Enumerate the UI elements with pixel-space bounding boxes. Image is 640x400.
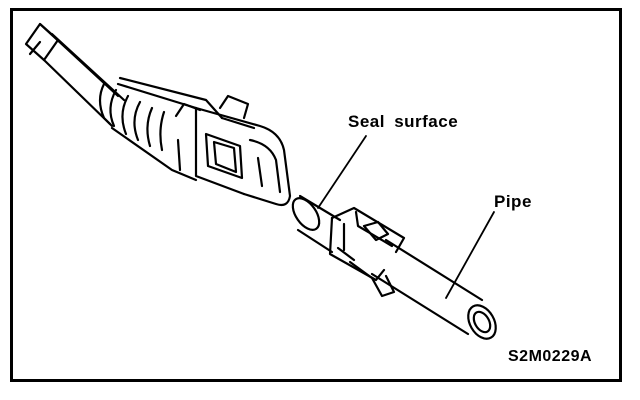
pipe-label: Pipe [494,192,532,211]
quick-connector [24,22,292,207]
seal-surface-label: Seal surface [348,112,459,131]
figure-frame [10,8,622,382]
figure-code-label: S2M0229A [508,348,593,365]
pipe [291,194,497,340]
seal-surface-leader [317,135,367,209]
pipe-leader [445,211,495,299]
